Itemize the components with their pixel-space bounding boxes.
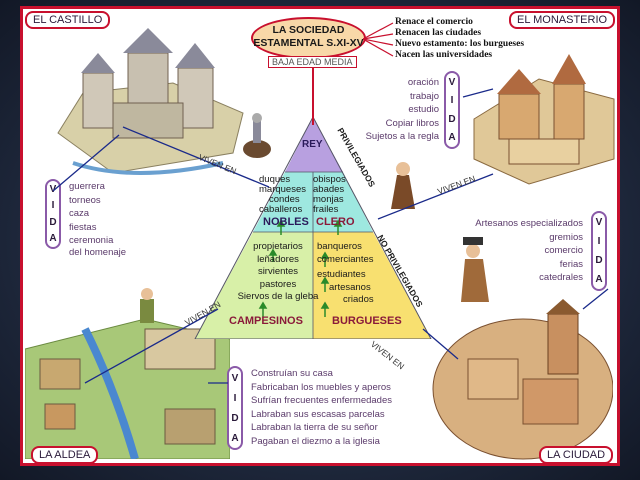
pyramid-rey	[285, 117, 343, 172]
peasant-figure	[140, 288, 154, 323]
burgueses-label: BURGUESES	[332, 315, 402, 327]
burgueses-members: banqueros comerciantes estudiantes artes…	[317, 241, 374, 305]
city-illustration	[432, 299, 613, 460]
pyramid-clero	[313, 172, 373, 232]
pyramid-nobles	[253, 172, 313, 232]
clero-label: CLERO	[316, 216, 355, 228]
social-pyramid	[194, 117, 432, 339]
knight-figure	[243, 113, 271, 158]
renace-list: Renace el comercio Renacen las ciudades …	[395, 17, 525, 60]
monasterio-label: EL MONASTERIO	[509, 11, 616, 29]
aldea-label: LA ALDEA	[31, 446, 99, 463]
clero-members: obispos abades monjas frailes	[313, 174, 346, 215]
nobles-label: NOBLES	[263, 216, 309, 228]
connector-lines	[52, 88, 609, 384]
pyramid-campesinos	[195, 232, 313, 339]
ciudad-vida-list: Artesanos especializados gremios comerci…	[475, 218, 583, 283]
nobles-members: duques marqueses condes caballeros	[259, 174, 306, 215]
renace-arrows	[363, 22, 394, 57]
campesinos-members: propietarios leñadores sirvientes pastor…	[237, 241, 319, 302]
rey-label: REY	[302, 139, 323, 150]
diagram-frame: REY duques marqueses condes caballeros o…	[20, 6, 620, 466]
castillo-label: EL CASTILLO	[25, 11, 111, 29]
monastery-illustration	[473, 54, 615, 185]
title-connector	[312, 67, 314, 125]
campesinos-label: CAMPESINOS	[229, 315, 303, 327]
monasterio-vida-list: oración trabajo estudio Copiar libros Su…	[365, 77, 439, 142]
castle-illustration	[57, 28, 244, 175]
monk-figure	[391, 162, 415, 209]
ciudad-label: LA CIUDAD	[539, 446, 614, 463]
castillo-vida-list: guerrera torneos caza fiestas ceremonia …	[69, 181, 127, 258]
scholar-figure	[461, 237, 489, 302]
aldea-vida-list: Construían su casa Fabricaban los mueble…	[251, 368, 393, 447]
pyramid-burgueses	[313, 232, 431, 339]
